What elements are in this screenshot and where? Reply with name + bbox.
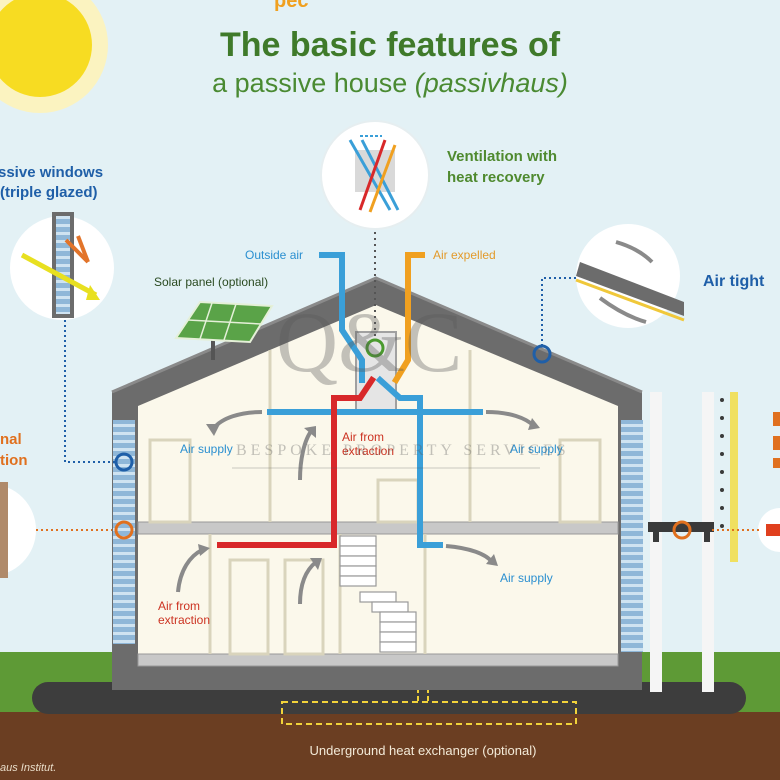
right-edge-accent-3 — [773, 458, 780, 468]
page-title: The basic features of — [219, 26, 561, 64]
label-insulation-line2: tion — [0, 452, 28, 469]
sun-icon — [0, 0, 108, 113]
roof-edge — [111, 276, 643, 394]
label-windows-line2: (triple glazed) — [0, 184, 98, 201]
label-air-supply-right: Air supply — [510, 442, 563, 456]
image-credit: aus Institut. — [0, 762, 57, 774]
extract-duct-upper — [331, 375, 377, 548]
label-ventilation-line2: heat recovery — [447, 169, 545, 186]
airflow-arrows — [176, 410, 540, 605]
right-edge-accent-2 — [773, 436, 780, 450]
label-underground-exchanger: Underground heat exchanger (optional) — [309, 743, 537, 758]
label-extraction-upper-line1: Air from — [342, 430, 384, 444]
thermal-bridge-marker — [672, 520, 692, 540]
watermark-tagline: BESPOKE PROPERTY SERVICES — [236, 442, 570, 459]
brand-logo: pec — [274, 0, 309, 12]
window-leader — [64, 320, 118, 463]
window-marker — [114, 452, 134, 472]
heat-recovery-detail-icon — [320, 120, 430, 230]
subtitle-italic: (passivhaus) — [414, 68, 568, 98]
air-tight-marker — [532, 344, 552, 364]
outside-air-duct — [319, 252, 365, 383]
thermal-bridge-detail-icon — [648, 392, 780, 692]
arrowhead-supply-left — [206, 424, 220, 436]
label-windows-line1: ssive windows — [0, 164, 104, 181]
page-subtitle: a passive house (passivhaus) — [0, 68, 780, 99]
arrow-extraction-lower-mid — [298, 560, 318, 605]
staircase — [339, 535, 417, 653]
label-extraction-upper-line2: extraction — [342, 444, 395, 458]
right-wall-insulation — [621, 420, 643, 652]
watermark-monogram: Q&C — [276, 294, 463, 390]
arrowhead-extraction-upper — [304, 426, 316, 438]
middle-floor — [137, 521, 619, 535]
label-extraction-lower-line2: extraction — [158, 613, 211, 627]
arrowhead-extraction-lower-mid — [310, 558, 322, 570]
left-wall-insulation — [113, 420, 135, 644]
arrowhead-supply-lower — [486, 554, 498, 566]
arrow-extraction-lower-left — [176, 548, 203, 593]
house — [111, 276, 643, 690]
label-outside-air: Outside air — [245, 248, 304, 262]
solar-panel-icon — [174, 300, 274, 360]
ventilation-marker — [365, 338, 385, 358]
window-detail-icon — [10, 212, 114, 320]
insulation-marker — [114, 520, 134, 540]
air-ducts — [217, 252, 483, 548]
right-edge-accent-1 — [773, 412, 780, 426]
underground-exchanger — [281, 701, 577, 725]
arrowhead-supply-right — [528, 418, 540, 430]
insulation-detail-icon — [0, 482, 36, 578]
arrowhead-extraction-lower-left — [198, 544, 210, 556]
supply-duct-riser — [375, 375, 443, 548]
air-tight-leader — [541, 277, 576, 346]
label-air-expelled: Air expelled — [433, 248, 496, 262]
air-tight-detail-icon — [575, 224, 685, 328]
label-air-tight: Air tight — [703, 273, 765, 290]
label-insulation-line1: nal — [0, 431, 22, 448]
ground-floor-slab — [137, 653, 619, 667]
label-air-supply-lower: Air supply — [500, 571, 553, 585]
label-ventilation-line1: Ventilation with — [447, 148, 558, 165]
expelled-air-duct — [391, 252, 425, 385]
label-air-supply-left: Air supply — [180, 442, 233, 456]
label-solar-panel: Solar panel (optional) — [154, 275, 269, 289]
subtitle-plain: a passive house — [212, 68, 415, 98]
label-extraction-lower-line1: Air from — [158, 599, 200, 613]
